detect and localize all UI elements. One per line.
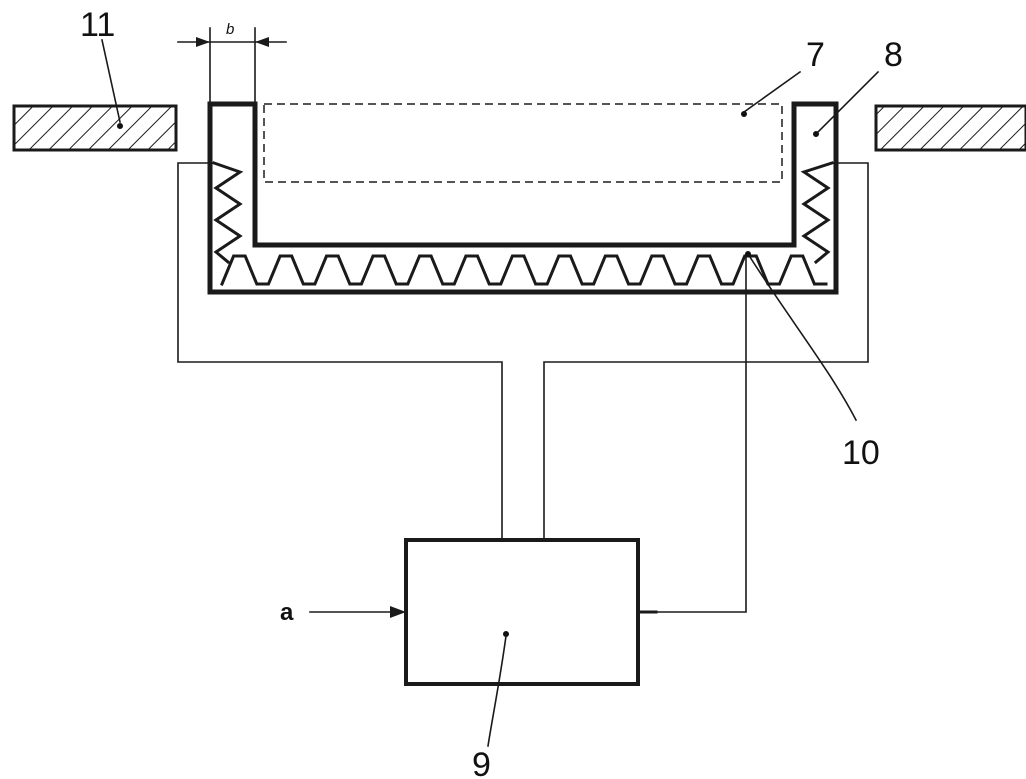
dashed-object xyxy=(263,103,783,183)
controller-box xyxy=(404,538,640,686)
input-arrow xyxy=(309,606,406,618)
right-frame-block xyxy=(874,104,1026,152)
dimension-b xyxy=(177,27,287,105)
support-frame xyxy=(177,162,869,541)
outer-container xyxy=(207,101,839,295)
ref-label-10: 10 xyxy=(842,434,880,472)
input-label-a: a xyxy=(280,599,294,626)
ref-label-9: 9 xyxy=(472,746,491,779)
control-output-line xyxy=(637,254,747,613)
ref-label-8: 8 xyxy=(884,36,903,74)
ref-label-11: 11 xyxy=(80,6,115,44)
heating-element xyxy=(212,161,834,286)
dimension-label-b: b xyxy=(226,21,234,38)
left-frame-block xyxy=(12,104,178,152)
ref-label-7: 7 xyxy=(806,36,825,74)
